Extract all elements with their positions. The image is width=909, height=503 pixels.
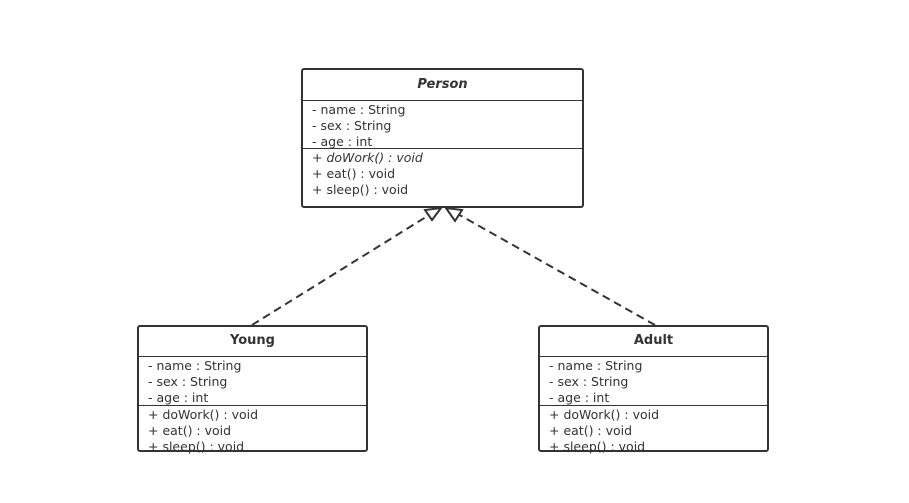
attribute-sex: - sex : String — [312, 118, 392, 133]
attribute-age: - age : int — [312, 134, 373, 149]
method-eat: + eat() : void — [549, 423, 633, 438]
attribute-name: - name : String — [312, 102, 406, 117]
realization-adult-to-person[interactable] — [443, 206, 656, 326]
attribute-name: - name : String — [148, 358, 242, 373]
attributes-compartment: - name : String - sex : String - age : i… — [139, 357, 366, 406]
method-dowork: + doWork() : void — [549, 407, 660, 422]
realization-arrowhead-icon — [423, 206, 444, 222]
attribute-sex: - sex : String — [148, 374, 228, 389]
method-sleep: + sleep() : void — [549, 439, 646, 454]
methods-compartment: + doWork() : void + eat() : void + sleep… — [540, 406, 767, 457]
attributes-compartment: - name : String - sex : String - age : i… — [303, 101, 582, 149]
class-person[interactable]: Person - name : String - sex : String - … — [301, 68, 584, 208]
method-sleep: + sleep() : void — [312, 182, 409, 197]
method-dowork: + doWork() : void — [148, 407, 259, 422]
method-dowork: + doWork() : void — [312, 150, 423, 165]
method-eat: + eat() : void — [312, 166, 396, 181]
class-adult[interactable]: Adult - name : String - sex : String - a… — [538, 325, 769, 454]
realization-young-to-person[interactable] — [251, 206, 444, 326]
attributes-compartment: - name : String - sex : String - age : i… — [540, 357, 767, 406]
attribute-sex: - sex : String — [549, 374, 629, 389]
method-sleep: + sleep() : void — [148, 439, 245, 454]
class-young[interactable]: Young - name : String - sex : String - a… — [137, 325, 368, 454]
realization-arrowhead-icon — [443, 206, 464, 223]
class-name: Young — [139, 327, 366, 357]
methods-compartment: + doWork() : void + eat() : void + sleep… — [139, 406, 366, 457]
attribute-name: - name : String — [549, 358, 643, 373]
method-eat: + eat() : void — [148, 423, 232, 438]
class-name: Adult — [540, 327, 767, 357]
attribute-age: - age : int — [549, 390, 610, 405]
class-name: Person — [303, 70, 582, 101]
methods-compartment: + doWork() : void + eat() : void + sleep… — [303, 149, 582, 200]
attribute-age: - age : int — [148, 390, 209, 405]
